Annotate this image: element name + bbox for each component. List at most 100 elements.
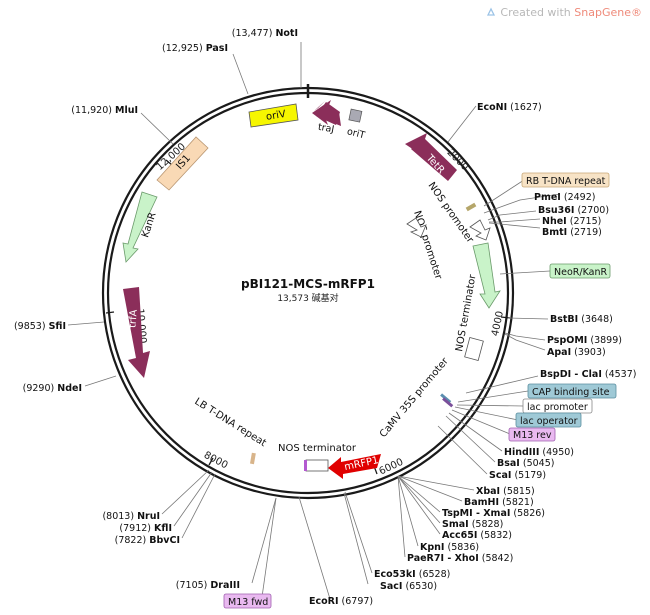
rb-repeat-box-label: RB T-DNA repeat (526, 176, 606, 187)
site-pasi-name: PasI (206, 43, 228, 54)
site-paer7i[interactable]: PaeR7I - XhoI (5842) (407, 553, 513, 564)
site-pmei-name: PmeI (534, 192, 561, 203)
site-bsai[interactable]: BsaI (5045) (497, 458, 554, 469)
site-acc65i[interactable]: Acc65I (5832) (442, 530, 512, 541)
feature-cap-mark[interactable] (440, 393, 452, 404)
leader-bstbi (507, 317, 549, 320)
site-acc65i-pos: (5832) (480, 530, 512, 541)
site-bbvci[interactable]: (7822) BbvCI (115, 535, 180, 546)
site-hindiii[interactable]: HindIII (4950) (504, 447, 574, 458)
site-kpni[interactable]: KpnI (5836) (420, 542, 479, 553)
site-sfii-pos: (9853) (14, 321, 46, 332)
feature-lac-mark[interactable] (442, 397, 454, 408)
leader-hindiii (448, 412, 503, 452)
watermark-brand: SnapGene® (574, 6, 642, 19)
site-econi-pos: (1627) (510, 102, 542, 113)
feature-mrfp1[interactable] (328, 454, 381, 479)
leader-tspmi (397, 475, 441, 513)
site-smai-pos: (5828) (472, 519, 504, 530)
site-pspomi-name: PspOMI (547, 335, 587, 346)
site-eco53ki[interactable]: Eco53kI (6528) (374, 569, 450, 580)
site-scai[interactable]: ScaI (5179) (489, 470, 546, 481)
site-nhei[interactable]: NheI (2715) (542, 216, 601, 227)
site-saci-name: SacI (380, 581, 402, 592)
site-bmti-pos: (2719) (570, 227, 602, 238)
site-kpni-name: KpnI (420, 542, 444, 553)
cap-site-box-label: CAP binding site (532, 387, 610, 398)
feature-camv35s-label: CaMV 35S promoter (378, 355, 452, 440)
leader-rb-repeat (483, 179, 525, 207)
site-pspomi[interactable]: PspOMI (3899) (547, 335, 622, 346)
site-tspmi[interactable]: TspMI - XmaI (5826) (442, 508, 545, 519)
leader-nhei (489, 218, 541, 223)
site-kfli[interactable]: (7912) KflI (119, 523, 172, 534)
site-bsai-name: BsaI (497, 458, 520, 469)
site-draiii[interactable]: (7105) DraIII (176, 580, 240, 591)
site-pmei[interactable]: PmeI (2492) (534, 192, 595, 203)
site-bmti-name: BmtI (542, 227, 567, 238)
leader-kfli (173, 471, 213, 527)
site-bmti[interactable]: BmtI (2719) (542, 227, 602, 238)
m13-fwd-box[interactable] (223, 593, 272, 609)
tick-8000: 8000 (202, 450, 230, 472)
site-pasi[interactable]: (12,925) PasI (162, 43, 228, 54)
site-bamhi[interactable]: BamHI (5821) (464, 497, 534, 508)
site-ndei-name: NdeI (57, 383, 82, 394)
feature-nos-promoter-1-label: NOS promoter (426, 180, 476, 245)
feature-neor-kanr[interactable] (472, 242, 501, 309)
lac-operator-box[interactable] (515, 412, 582, 428)
site-xbai[interactable]: XbaI (5815) (476, 486, 535, 497)
feature-trfa[interactable] (123, 287, 150, 378)
leader-econi (447, 105, 477, 143)
site-smai-name: SmaI (442, 519, 469, 530)
site-hindiii-pos: (4950) (542, 447, 574, 458)
feature-kanr[interactable] (122, 191, 158, 263)
neo-kan-box[interactable] (549, 263, 611, 279)
feature-rb-repeat-mark[interactable] (465, 202, 477, 212)
site-xbai-pos: (5815) (503, 486, 535, 497)
leader-scai (437, 425, 488, 475)
feature-is1[interactable] (156, 136, 209, 191)
site-ndei-pos: (9290) (23, 383, 55, 394)
leader-draiii (251, 497, 277, 584)
feature-orit[interactable] (348, 108, 363, 123)
site-apai[interactable]: ApaI (3903) (547, 347, 606, 358)
site-apai-pos: (3903) (574, 347, 606, 358)
site-sfii[interactable]: (9853) SfiI (14, 321, 66, 332)
cap-site-box[interactable] (527, 383, 617, 399)
leader-kpni (397, 475, 419, 547)
site-pasi-pos: (12,925) (162, 43, 203, 54)
site-pmei-pos: (2492) (564, 192, 596, 203)
m13-rev-box[interactable] (508, 427, 556, 442)
neo-kan-box-label: NeoR/KanR (554, 267, 607, 278)
site-mlui[interactable]: (11,920) MluI (71, 105, 138, 116)
feature-nos-terminator-1[interactable] (464, 337, 484, 361)
site-nrui[interactable]: (8013) NruI (102, 511, 160, 522)
feature-nos-promoter-2-arrow[interactable] (406, 217, 427, 238)
feature-m13-mark[interactable] (304, 460, 307, 471)
site-bspdi-pos: (4537) (605, 369, 637, 380)
site-bstbi[interactable]: BstBI (3648) (550, 314, 613, 325)
feature-oriv[interactable] (248, 103, 299, 128)
site-saci[interactable]: SacI (6530) (380, 581, 437, 592)
site-smai[interactable]: SmaI (5828) (442, 519, 503, 530)
site-bsai-pos: (5045) (523, 458, 555, 469)
rb-repeat-box[interactable] (521, 172, 610, 188)
site-kfli-name: KflI (154, 523, 172, 534)
site-noti[interactable]: (13,477) NotI (232, 28, 298, 39)
leader-neo (499, 270, 551, 275)
leader-cap (457, 390, 529, 403)
feature-nos-terminator-2[interactable] (305, 459, 329, 472)
site-bsu36i-name: Bsu36I (538, 205, 574, 216)
site-bsu36i[interactable]: Bsu36I (2700) (538, 205, 609, 216)
feature-lb-repeat[interactable] (249, 452, 256, 465)
site-paer7i-name: PaeR7I - XhoI (407, 553, 479, 564)
feature-tetr[interactable] (405, 133, 457, 181)
snapgene-logo-icon (487, 7, 496, 16)
site-ndei[interactable]: (9290) NdeI (23, 383, 82, 394)
site-ecori[interactable]: EcoRI (6797) (309, 596, 373, 607)
site-econi[interactable]: EcoNI (1627) (477, 102, 542, 113)
feature-traj-arrow[interactable] (312, 100, 341, 126)
feature-nos-promoter-1-arrow[interactable] (469, 219, 491, 241)
site-bspdi[interactable]: BspDI - ClaI (4537) (540, 369, 636, 380)
